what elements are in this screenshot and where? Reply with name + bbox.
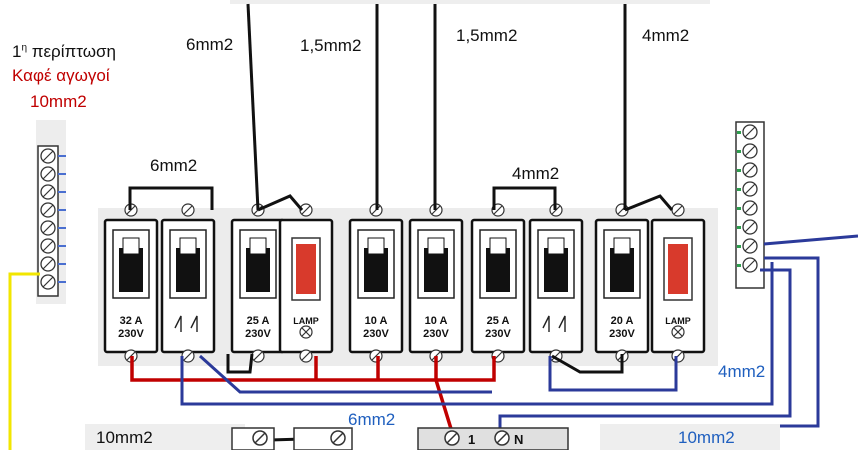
top-rail <box>230 0 710 4</box>
terminal-phase-label: 1 <box>468 432 475 447</box>
breaker-3-rating: 25 A <box>247 315 270 327</box>
supply-size: 10mm2 <box>30 92 87 111</box>
breaker-2 <box>160 203 216 363</box>
label-10mm2-bottom-left: 10mm2 <box>96 428 153 447</box>
left-terminal-screws <box>40 148 66 290</box>
breaker-1-voltage: 230V <box>118 328 144 340</box>
breaker-5 <box>348 203 404 363</box>
left-terminal-bar <box>36 120 66 304</box>
breaker-9-rating: 20 A <box>611 315 634 327</box>
right-terminal-screws <box>737 124 758 273</box>
earth-wire <box>8 272 40 450</box>
label-1-5mm2-b: 1,5mm2 <box>456 26 518 45</box>
label-1-5mm2-a: 1,5mm2 <box>300 36 362 55</box>
breaker-10 <box>650 203 706 363</box>
case-heading: 1η περίπτωση <box>12 42 116 61</box>
breaker-5-voltage: 230V <box>363 328 389 340</box>
breaker-6-voltage: 230V <box>423 328 449 340</box>
breaker-1 <box>103 203 159 363</box>
breaker-7-voltage: 230V <box>485 328 511 340</box>
label-10mm2-bottom-right: 10mm2 <box>678 428 735 447</box>
breaker-3 <box>230 203 286 363</box>
breaker-8 <box>528 203 584 363</box>
bottom-right-strip <box>600 424 780 450</box>
breaker-7 <box>470 203 526 363</box>
right-terminal-bar <box>735 121 765 289</box>
breaker-1-rating: 32 A <box>120 315 143 327</box>
label-6mm2-mid: 6mm2 <box>150 156 198 175</box>
bottom-left-strip <box>85 424 245 450</box>
breaker-6-rating: 10 A <box>425 315 448 327</box>
terminal-neutral-label: N <box>514 432 523 447</box>
breaker-5-rating: 10 A <box>365 315 388 327</box>
breaker-7-rating: 25 A <box>487 315 510 327</box>
label-6mm2-bottom: 6mm2 <box>348 410 396 429</box>
breaker-3-voltage: 230V <box>245 328 271 340</box>
label-4mm2-mid: 4mm2 <box>512 164 560 183</box>
label-4mm2-bottom: 4mm2 <box>718 362 766 381</box>
label-4mm2-top: 4mm2 <box>642 26 690 45</box>
breaker-10-rating: LAMP <box>665 316 691 326</box>
breaker-4 <box>278 203 334 363</box>
breaker-6 <box>408 203 464 363</box>
label-6mm2-top: 6mm2 <box>186 35 234 54</box>
breaker-9-voltage: 230V <box>609 328 635 340</box>
breaker-4-rating: LAMP <box>293 316 319 326</box>
supply-title: Καφέ αγωγοί <box>12 66 110 85</box>
breaker-9 <box>594 203 650 363</box>
